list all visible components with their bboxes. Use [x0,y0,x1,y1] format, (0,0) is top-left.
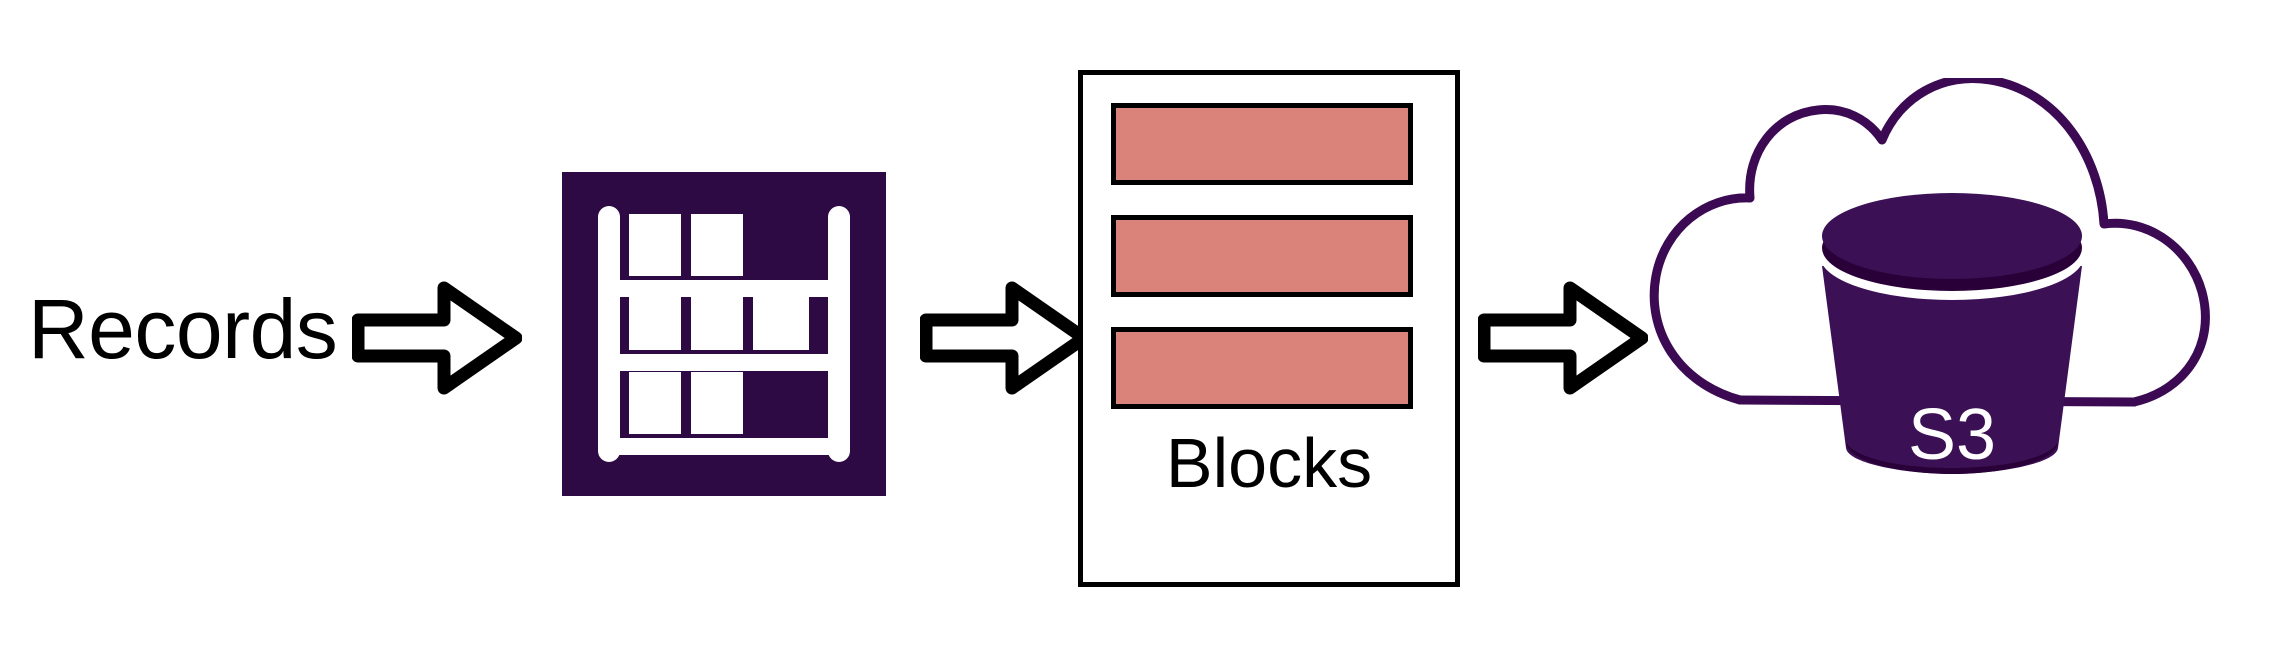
block-item [1111,103,1413,185]
block-item [1111,215,1413,297]
blocks-label: Blocks [1165,424,1373,502]
blocks-container: Blocks [1078,70,1460,587]
flow-arrow-warehouse-to-blocks [920,278,1090,398]
flow-arrow-blocks-to-s3 [1478,278,1648,398]
block-item [1111,327,1413,409]
warehouse-shelf-icon [562,172,886,496]
records-label: Records [28,282,338,376]
s3-bucket-icon [1808,192,2096,482]
flow-arrow-records-to-warehouse [352,278,522,398]
